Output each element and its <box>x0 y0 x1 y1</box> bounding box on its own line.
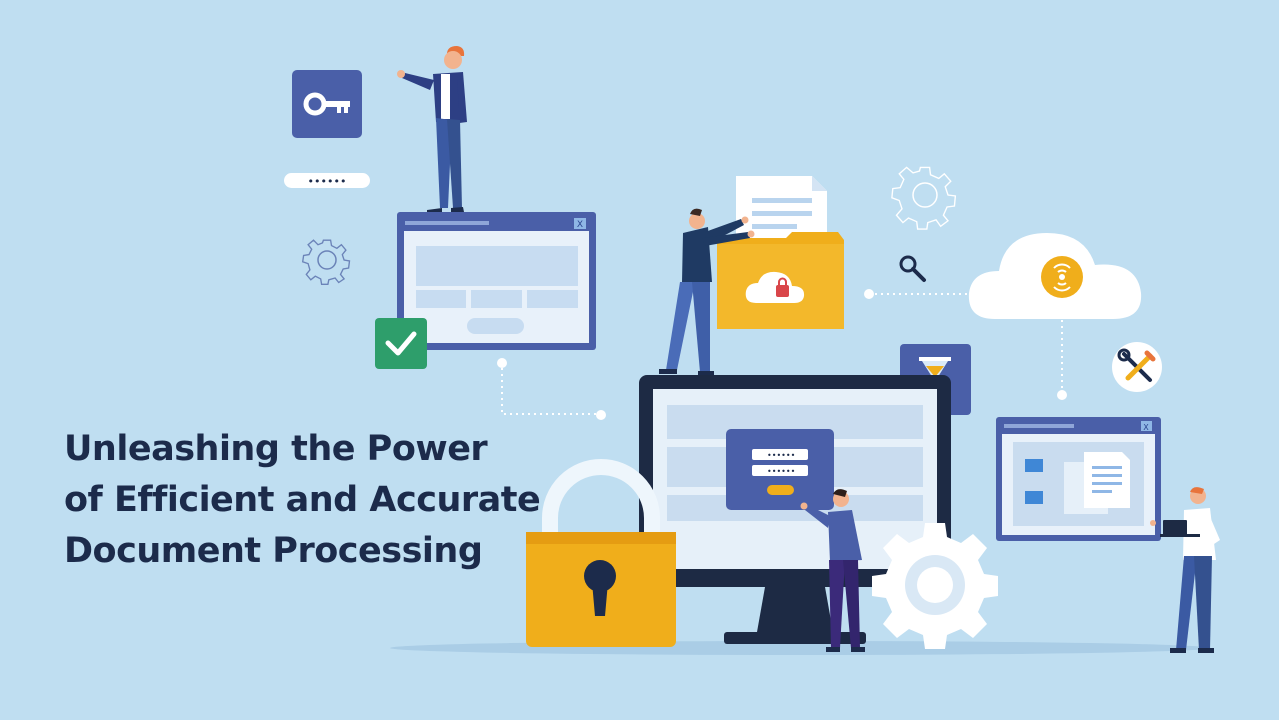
browser-window-left: X <box>397 212 596 350</box>
cloud-fingerprint-icon <box>968 233 1142 319</box>
checkmark-icon <box>375 318 427 369</box>
login-field-dots-1: •••••• <box>767 451 795 460</box>
page-headline: Unleashing the Power of Efficient and Ac… <box>64 424 541 577</box>
man-presenting <box>397 46 467 212</box>
folder-icon <box>717 232 844 329</box>
padlock-icon <box>526 459 676 647</box>
password-dots: •••••• <box>308 175 347 188</box>
man-at-monitor <box>800 489 865 652</box>
gear-icon <box>872 523 998 649</box>
login-field-dots-2: •••••• <box>767 467 795 476</box>
search-icon <box>899 255 926 282</box>
headline-line-2: of Efficient and Accurate <box>64 480 541 520</box>
cloud-lock-icon <box>745 271 805 303</box>
window-close-icon: X <box>1143 423 1149 432</box>
tools-icon <box>1112 342 1162 392</box>
window-close-icon: X <box>577 220 583 230</box>
connector-left <box>497 358 606 420</box>
login-form-icon: •••••• •••••• <box>726 429 834 510</box>
password-dots-icon: •••••• <box>284 173 370 188</box>
man-with-folder <box>659 208 755 376</box>
headline-line-3: Document Processing <box>64 531 483 571</box>
man-with-laptop <box>1150 487 1220 653</box>
document-icon <box>736 176 827 248</box>
connector-cloud-down <box>1057 320 1067 400</box>
connector-cloud <box>864 289 970 299</box>
browser-window-right: X <box>996 417 1161 541</box>
gear-icon <box>301 239 351 285</box>
gear-icon <box>891 166 957 230</box>
headline-line-1: Unleashing the Power <box>64 429 488 469</box>
monitor <box>639 375 951 644</box>
key-icon <box>292 70 362 138</box>
